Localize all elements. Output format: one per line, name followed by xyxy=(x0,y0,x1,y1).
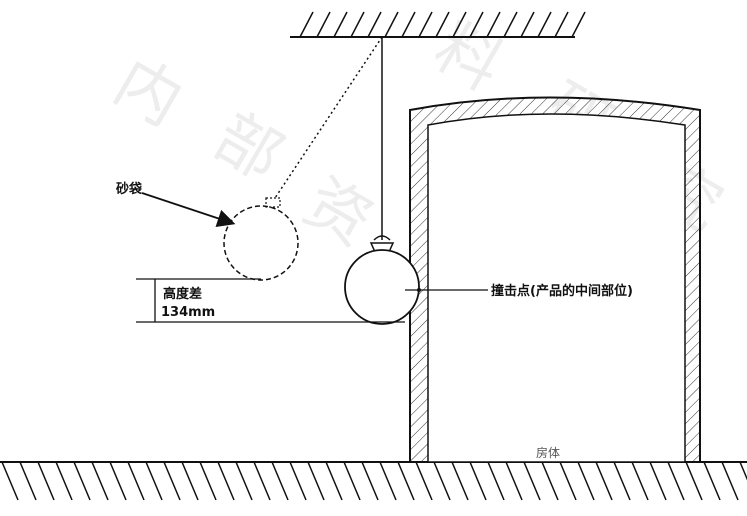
ground-hatch-stroke xyxy=(55,461,73,501)
ceiling-hatch-stroke xyxy=(503,11,518,38)
ground-hatch-stroke xyxy=(361,461,379,501)
ceiling-hatch-stroke xyxy=(367,11,382,38)
sandbag-raised xyxy=(223,197,299,281)
svg-text:料: 料 xyxy=(422,10,514,106)
ceiling xyxy=(290,11,586,38)
ground-hatch-stroke xyxy=(541,461,559,501)
svg-text:资: 资 xyxy=(292,165,384,261)
ground-hatch-stroke xyxy=(451,461,469,501)
ground-hatch-stroke xyxy=(433,461,451,501)
ground-hatch-stroke xyxy=(667,461,685,501)
impact-point-dot xyxy=(417,288,421,292)
ground-hatch-stroke xyxy=(505,461,523,501)
ground xyxy=(0,461,747,501)
ceiling-hatch-stroke xyxy=(384,11,399,38)
ground-hatch-stroke xyxy=(559,461,577,501)
ground-hatch-stroke xyxy=(487,461,505,501)
room-wall xyxy=(409,96,701,463)
ground-hatch-stroke xyxy=(253,461,271,501)
ceiling-hatch-stroke xyxy=(316,11,331,38)
ceiling-hatch-stroke xyxy=(520,11,535,38)
ground-hatch-stroke xyxy=(91,461,109,501)
ground-hatch-stroke xyxy=(181,461,199,501)
ceiling-hatch-stroke xyxy=(537,11,552,38)
room-body-label: 房体 xyxy=(536,445,560,460)
sandbag-label: 砂袋 xyxy=(115,181,143,197)
ground-hatch-stroke xyxy=(721,461,739,501)
ground-hatch-stroke xyxy=(289,461,307,501)
ceiling-hatch-stroke xyxy=(418,11,433,38)
ground-hatch-stroke xyxy=(307,461,325,501)
ceiling-hatch-stroke xyxy=(571,11,586,38)
ceiling-hatch-stroke xyxy=(435,11,450,38)
ground-hatch-stroke xyxy=(379,461,397,501)
ground-hatch-stroke xyxy=(397,461,415,501)
ground-hatch-stroke xyxy=(577,461,595,501)
ceiling-hatch-stroke xyxy=(486,11,501,38)
ground-hatch-stroke xyxy=(73,461,91,501)
svg-text:内: 内 xyxy=(102,45,194,141)
ceiling-hatch-stroke xyxy=(469,11,484,38)
ceiling-hatch-stroke xyxy=(350,11,365,38)
ground-hatch-stroke xyxy=(19,461,37,501)
ground-hatch-stroke xyxy=(109,461,127,501)
ceiling-hatch-stroke xyxy=(401,11,416,38)
ceiling-hatch-stroke xyxy=(333,11,348,38)
ground-hatch-stroke xyxy=(703,461,721,501)
ground-hatch-stroke xyxy=(127,461,145,501)
ground-hatch-stroke xyxy=(415,461,433,501)
ceiling-hatch-stroke xyxy=(299,11,314,38)
ground-hatch-stroke xyxy=(199,461,217,501)
height-value-label: 134mm xyxy=(161,305,215,320)
ceiling-hatch-stroke xyxy=(554,11,569,38)
ground-hatch-stroke xyxy=(685,461,703,501)
raised-string xyxy=(274,36,383,199)
ground-hatch-stroke xyxy=(739,461,747,481)
ground-hatch-stroke xyxy=(343,461,361,501)
ground-hatch-stroke xyxy=(271,461,289,501)
ground-hatch-stroke xyxy=(235,461,253,501)
ground-hatch-stroke xyxy=(469,461,487,501)
ceiling-hatch-stroke xyxy=(452,11,467,38)
ground-hatch-stroke xyxy=(1,461,19,501)
ground-hatch-stroke xyxy=(595,461,613,501)
ground-hatch-stroke xyxy=(631,461,649,501)
ground-hatch-stroke xyxy=(163,461,181,501)
ground-hatch-stroke xyxy=(325,461,343,501)
sandbag-hanging xyxy=(344,235,420,325)
impact-point-label: 撞击点(产品的中间部位) xyxy=(491,283,633,299)
ground-hatch-stroke xyxy=(613,461,631,501)
ground-hatch-stroke xyxy=(217,461,235,501)
ground-hatch-stroke xyxy=(145,461,163,501)
height-diff-label: 高度差 xyxy=(163,286,202,302)
ground-hatch-stroke xyxy=(37,461,55,501)
sandbag-pointer-arrow xyxy=(141,192,236,227)
svg-text:部: 部 xyxy=(202,100,294,196)
ground-hatch-stroke xyxy=(523,461,541,501)
ground-hatch-stroke xyxy=(649,461,667,501)
